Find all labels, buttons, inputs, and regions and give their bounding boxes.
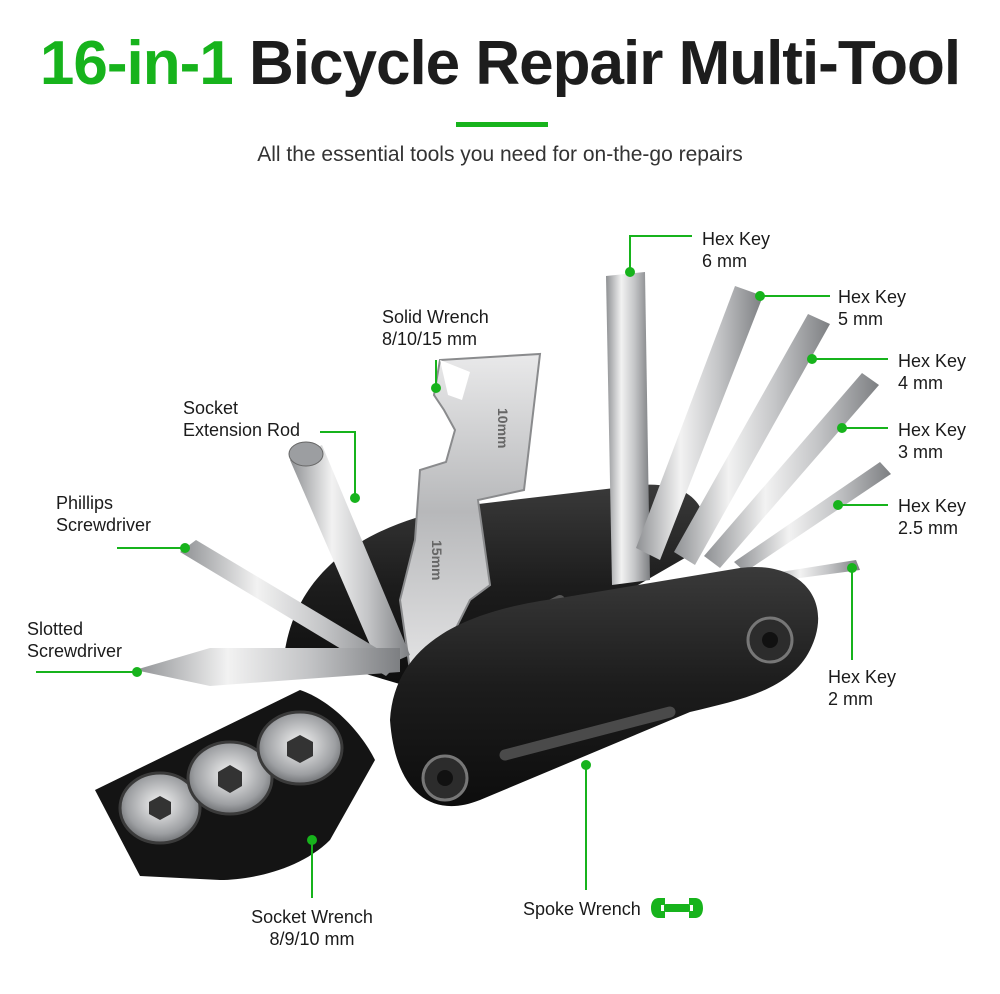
callout-slotted-screwdriver: Slotted Screwdriver xyxy=(27,618,122,662)
callout-line1: Phillips xyxy=(56,493,114,513)
hex-key-2-5mm xyxy=(734,462,891,572)
callout-line2: 4 mm xyxy=(898,373,943,393)
solid-wrench xyxy=(398,352,542,672)
callout-line2: Extension Rod xyxy=(183,420,301,440)
hex-key-3mm xyxy=(704,373,879,568)
leader-hex6 xyxy=(629,235,692,272)
callout-line1: Hex Key xyxy=(898,496,967,516)
page-title: 16-in-1 Bicycle Repair Multi-Tool xyxy=(0,28,1000,99)
callout-line2: 2.5 mm xyxy=(898,518,959,538)
callout-lines xyxy=(36,235,888,898)
hex-key-4mm xyxy=(674,314,830,565)
callout-line1: Hex Key xyxy=(702,229,771,249)
phillips-screwdriver xyxy=(180,540,400,676)
socket-extension-rod xyxy=(290,445,410,668)
wrench-engraving-10mm: 10mm xyxy=(495,408,511,448)
callout-line1: Socket xyxy=(183,398,239,418)
callout-hex-key-3mm: Hex Key 3 mm xyxy=(898,419,966,463)
callout-line1: Hex Key xyxy=(898,420,967,440)
callout-line2: 5 mm xyxy=(838,309,883,329)
callout-hex-key-2mm: Hex Key 2 mm xyxy=(828,666,896,710)
hex-key-6mm xyxy=(606,272,650,585)
callout-socket-extension-rod: Socket Extension Rod xyxy=(183,397,300,441)
callout-solid-wrench: Solid Wrench 8/10/15 mm xyxy=(382,306,489,350)
socket-rod-tip xyxy=(288,441,324,467)
callout-line2: 2 mm xyxy=(828,689,873,709)
callout-phillips-screwdriver: Phillips Screwdriver xyxy=(56,492,151,536)
callout-line2: Screwdriver xyxy=(27,641,123,661)
callout-hex-key-5mm: Hex Key 5 mm xyxy=(838,286,906,330)
callout-line1: Hex Key xyxy=(828,667,897,687)
callout-line2: 8/9/10 mm xyxy=(269,929,355,949)
wrench-engraving-15mm: 15mm xyxy=(429,540,445,580)
callout-line1: Slotted xyxy=(27,619,84,639)
title-underline xyxy=(456,122,548,127)
title-rest: Bicycle Repair Multi-Tool xyxy=(249,29,961,98)
callout-hex-key-6mm: Hex Key 6 mm xyxy=(702,228,770,272)
sockets xyxy=(118,710,344,845)
callout-line1: Hex Key xyxy=(838,287,907,307)
subtitle: All the essential tools you need for on-… xyxy=(257,143,743,166)
callout-dots xyxy=(132,267,857,845)
callout-hex-key-2-5mm: Hex Key 2.5 mm xyxy=(898,495,966,539)
front-plate-slot xyxy=(499,706,676,761)
front-side-plate xyxy=(390,566,819,807)
callout-line1: Hex Key xyxy=(898,351,967,371)
callout-line2: 8/10/15 mm xyxy=(382,329,478,349)
hex-key-5mm xyxy=(636,286,763,560)
spoke-wrench-icon xyxy=(651,898,703,918)
callout-line1: Solid Wrench xyxy=(382,307,489,327)
slotted-screwdriver xyxy=(135,648,400,686)
callout-line2: 3 mm xyxy=(898,442,943,462)
callout-line1: Socket Wrench xyxy=(251,907,373,927)
callout-spoke-wrench: Spoke Wrench xyxy=(523,898,641,920)
callout-line1: Spoke Wrench xyxy=(523,899,641,919)
hex-keys xyxy=(606,272,891,585)
callout-hex-key-4mm: Hex Key 4 mm xyxy=(898,350,966,394)
callout-socket-wrench: Socket Wrench 8/9/10 mm xyxy=(236,906,388,950)
leader-socket-rod xyxy=(320,431,356,498)
title-highlight: 16-in-1 xyxy=(39,29,234,98)
callout-line2: 6 mm xyxy=(702,251,747,271)
wrench-jaw xyxy=(440,360,470,400)
callout-line2: Screwdriver xyxy=(56,515,152,535)
